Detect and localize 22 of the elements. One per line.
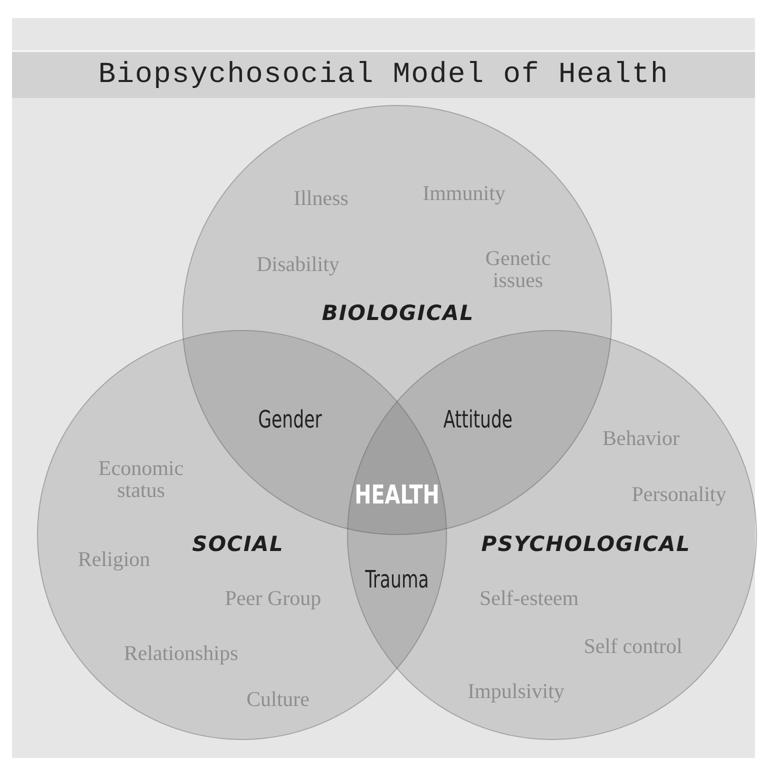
factor-label: Peer Group xyxy=(224,586,322,610)
factor-label: Self control xyxy=(584,634,682,658)
factor-label: Genetic issues xyxy=(484,246,552,292)
category-label: PSYCHOLOGICAL xyxy=(481,532,691,556)
overlap-label: Gender xyxy=(258,407,322,433)
title-banner: Biopsychosocial Model of Health xyxy=(12,50,755,98)
overlap-label: Trauma xyxy=(365,567,429,593)
factor-label: Illness xyxy=(294,186,348,210)
center-label: HEALTH xyxy=(354,482,440,510)
factor-label: Economic status xyxy=(97,456,185,502)
factor-label: Behavior xyxy=(602,426,680,450)
factor-label: Personality xyxy=(632,482,726,506)
factor-label: Immunity xyxy=(422,182,506,204)
factor-label: Self-esteem xyxy=(479,586,579,610)
category-label: SOCIAL xyxy=(192,532,284,556)
factor-label: Disability xyxy=(256,252,340,276)
factor-label: Religion xyxy=(78,548,150,570)
factor-label: Relationships xyxy=(124,642,238,664)
category-label: BIOLOGICAL xyxy=(322,302,474,324)
overlap-label: Attitude xyxy=(443,407,513,433)
factor-label: Culture xyxy=(246,688,310,710)
factor-label: Impulsivity xyxy=(468,680,564,702)
